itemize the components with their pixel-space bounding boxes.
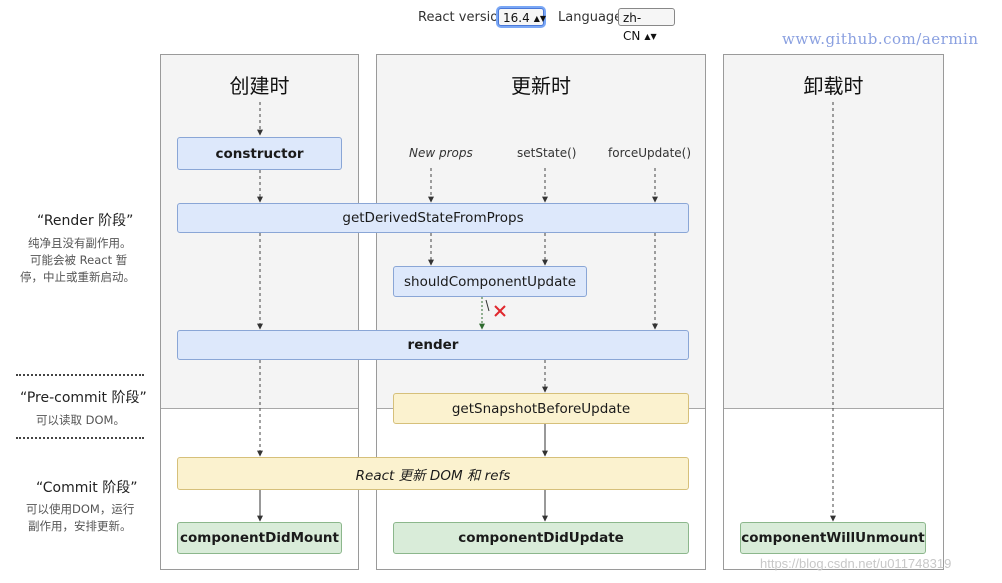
column-title-unmount: 卸载时 <box>803 74 864 98</box>
component-will-unmount-box: componentWillUnmount <box>740 522 926 554</box>
trigger-force-update: forceUpdate() <box>608 146 692 160</box>
should-component-update-box: shouldComponentUpdate <box>393 266 587 297</box>
language-value: zh-CN <box>623 11 642 43</box>
precommit-phase-title: “Pre-commit 阶段” <box>20 390 147 406</box>
get-derived-state-box: getDerivedStateFromProps <box>177 203 689 233</box>
render-phase-desc-2: 可能会被 React 暂 <box>30 253 128 267</box>
render-box: render <box>177 330 689 360</box>
column-title-mount: 创建时 <box>229 74 290 98</box>
render-phase-title: “Render 阶段” <box>37 213 134 229</box>
select-arrows-icon: ▲▼ <box>533 14 547 23</box>
commit-phase-title: “Commit 阶段” <box>36 480 138 496</box>
constructor-box: constructor <box>177 137 342 170</box>
react-update-dom-box: React 更新 DOM 和 refs <box>177 457 689 490</box>
reject-x-icon <box>494 305 506 317</box>
render-phase-desc-1: 纯净且没有副作用。 <box>28 236 132 250</box>
trigger-new-props: New props <box>409 146 473 160</box>
language-label: Language <box>558 10 623 25</box>
precommit-phase-desc: 可以读取 DOM。 <box>36 413 125 427</box>
column-title-update: 更新时 <box>511 74 571 98</box>
phase-separator <box>16 374 144 376</box>
component-did-mount-box: componentDidMount <box>177 522 342 554</box>
watermark-url: www.github.com/aermin <box>782 30 979 48</box>
arrow-scu-false <box>485 299 490 312</box>
phase-separator <box>16 437 144 439</box>
react-version-label: React version <box>418 10 507 25</box>
render-phase-desc-3: 停，中止或重新启动。 <box>20 270 135 284</box>
commit-phase-desc-1: 可以使用DOM，运行 <box>26 502 135 516</box>
component-did-update-box: componentDidUpdate <box>393 522 689 554</box>
react-version-value: 16.4 <box>503 11 530 25</box>
react-version-select[interactable]: 16.4▲▼ <box>498 8 547 26</box>
get-snapshot-box: getSnapshotBeforeUpdate <box>393 393 689 424</box>
watermark-bottom: https://blog.csdn.net/u011748319 <box>760 556 952 571</box>
trigger-set-state: setState() <box>517 146 577 160</box>
commit-phase-desc-2: 副作用，安排更新。 <box>28 519 132 533</box>
language-select[interactable]: zh-CN▲▼ <box>618 8 675 43</box>
select-arrows-icon: ▲▼ <box>644 32 657 41</box>
